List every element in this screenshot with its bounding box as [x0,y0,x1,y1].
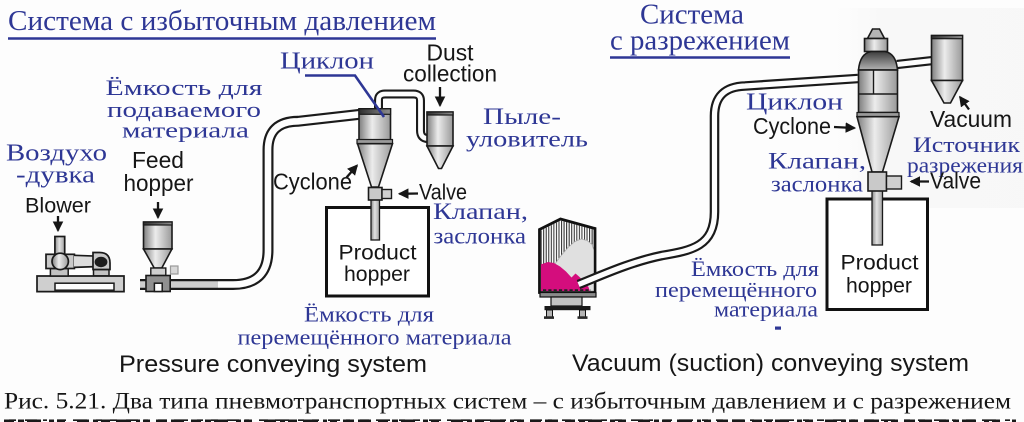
magenta-material [541,262,590,291]
vacuum-cylinder [930,34,964,82]
figure-caption: Рис. 5.21. Два типа пневмотранспортных с… [4,389,1011,414]
dust-collector-cylinder [426,111,454,147]
vacuum-cyclone-dome [857,50,899,71]
stand-foot-right [577,316,588,319]
vacuum-valve-assembly [867,171,903,246]
vacuum-conveying-pipe [576,73,859,289]
blower-base-cutout [54,282,115,291]
stand-foot-left [544,316,554,319]
vacuum-caption-en: Vacuum (suction) conveying system [572,350,969,377]
feed-container-stand-bar [544,306,591,311]
blower-inlet [54,235,66,256]
feed-hopper-en-line2: hopper [124,170,194,196]
vacuum-cone [930,79,964,104]
valve-en-label-right: Valve [930,168,981,194]
feed-hopper-flange [150,267,167,277]
feed-container [538,217,597,319]
pressure-valve-side [381,188,393,200]
blower-ru-line1: Воздухо [6,140,107,167]
cyclone-ru-label-right: Циклон [746,89,843,116]
product-hopper-ru-right-line1: Ёмкость для [691,256,819,281]
vacuum-cyclone-body [857,69,899,114]
cyclone-ru-leader-line [305,74,386,118]
blower-drive-hub [94,256,108,268]
feed-hopper-en-line1: Feed [132,147,184,173]
feed-hopper-cylinder [142,221,173,250]
cyclone-en-label-left: Cyclone [273,169,352,195]
vacuum-cyclone-outlet [863,37,889,53]
product-hopper-en-right-line2: hopper [846,274,912,298]
pressure-valve-body [367,186,383,201]
vacuum-title-line1: Система [640,0,744,31]
vacuum-cyclone [855,28,901,173]
product-hopper-en-right-line1: Product [841,251,919,275]
stand-leg-right [579,309,586,318]
vacuum-valve-side [885,175,903,190]
feed-hopper-ru-line1: Ёмкость для [106,75,263,100]
product-hopper-ru-left-line2: перемещённого материала [238,325,512,350]
stray-mark [775,326,781,330]
valve-ru-right-line1: Клапан, [768,149,866,175]
feed-hopper-cone [142,248,174,269]
vacuum-title-line2: с разрежением [610,26,790,57]
vacuum-source-unit [930,34,964,104]
dust-collector [425,111,455,170]
product-hopper-ru-left-line1: Ёмкость для [304,302,434,327]
feed-hopper-unit [142,221,179,293]
feed-hopper-ru-line3: материала [122,118,249,143]
cropped-next-line-strip [4,419,1016,422]
text-layer: Система с избыточным давлением Система с… [4,0,1023,422]
cyclone-to-dust-pipe [374,89,433,143]
valve-ru-left-line1: Клапан, [433,199,528,225]
dust-collection-line2: collection [403,61,497,87]
pressure-valve-assembly [367,186,393,241]
pressure-title: Система с избыточным давлением [8,6,436,37]
stand-leg-left [546,309,553,318]
vacuum-valve-body [867,171,888,192]
vacuum-arrows [833,95,970,187]
pressure-caption-en: Pressure conveying system [119,351,427,378]
dust-collector-ru-line2: уловитель [466,127,588,153]
feed-hopper-ru-line2: подаваемого [107,97,261,122]
product-hopper-en-left-line1: Product [339,241,417,265]
product-hopper-ru-right-line3: материала [714,297,818,322]
vacuum-en-label: Vacuum [930,106,1012,132]
blower-pulley [51,252,70,271]
blower-ru-line2: -дувка [16,162,95,189]
feed-container-block [550,296,583,307]
cyclone-ru-label-left: Циклон [280,48,374,75]
blower-en-label: Blower [25,194,91,218]
blower-machine [36,235,125,293]
feed-container-base-strip [539,291,597,298]
feed-hopper-fitting [169,265,179,275]
vacuum-source-ru-line2: разрежения [907,153,1023,178]
dust-collector-ru-line1: Пыле- [483,104,561,130]
cyclone-cone [356,142,394,188]
dust-collection-line1: Dust [427,40,475,66]
vacuum-source-ru-line1: Источник [913,132,1020,157]
pressure-drop-tube [370,197,381,241]
pressure-system-drawing [36,74,455,298]
pressure-arrows [52,87,446,233]
cyclone-to-vacuum-pipe [896,55,934,70]
feed-valve-notch [153,282,163,293]
dust-collector-cone [425,145,455,170]
valve-ru-left-line2: заслонка [434,224,527,250]
vacuum-system-drawing [538,28,970,319]
valve-en-label-left: Valve [419,180,467,205]
valve-ru-right-line2: заслонка [771,172,864,198]
cyclone-en-label-right: Cyclone [753,113,831,139]
vacuum-arrow [959,95,970,111]
cyclone-en-arrow-right [833,122,857,133]
product-hopper-en-left-line2: hopper [344,262,410,286]
cyclone-en-arrow [345,164,359,179]
vacuum-drop-tube [871,189,884,246]
pressure-cyclone [356,108,394,188]
blower-housing-pedestal [92,268,110,277]
product-hopper-ru-right-line2: перемещённого [655,277,817,302]
